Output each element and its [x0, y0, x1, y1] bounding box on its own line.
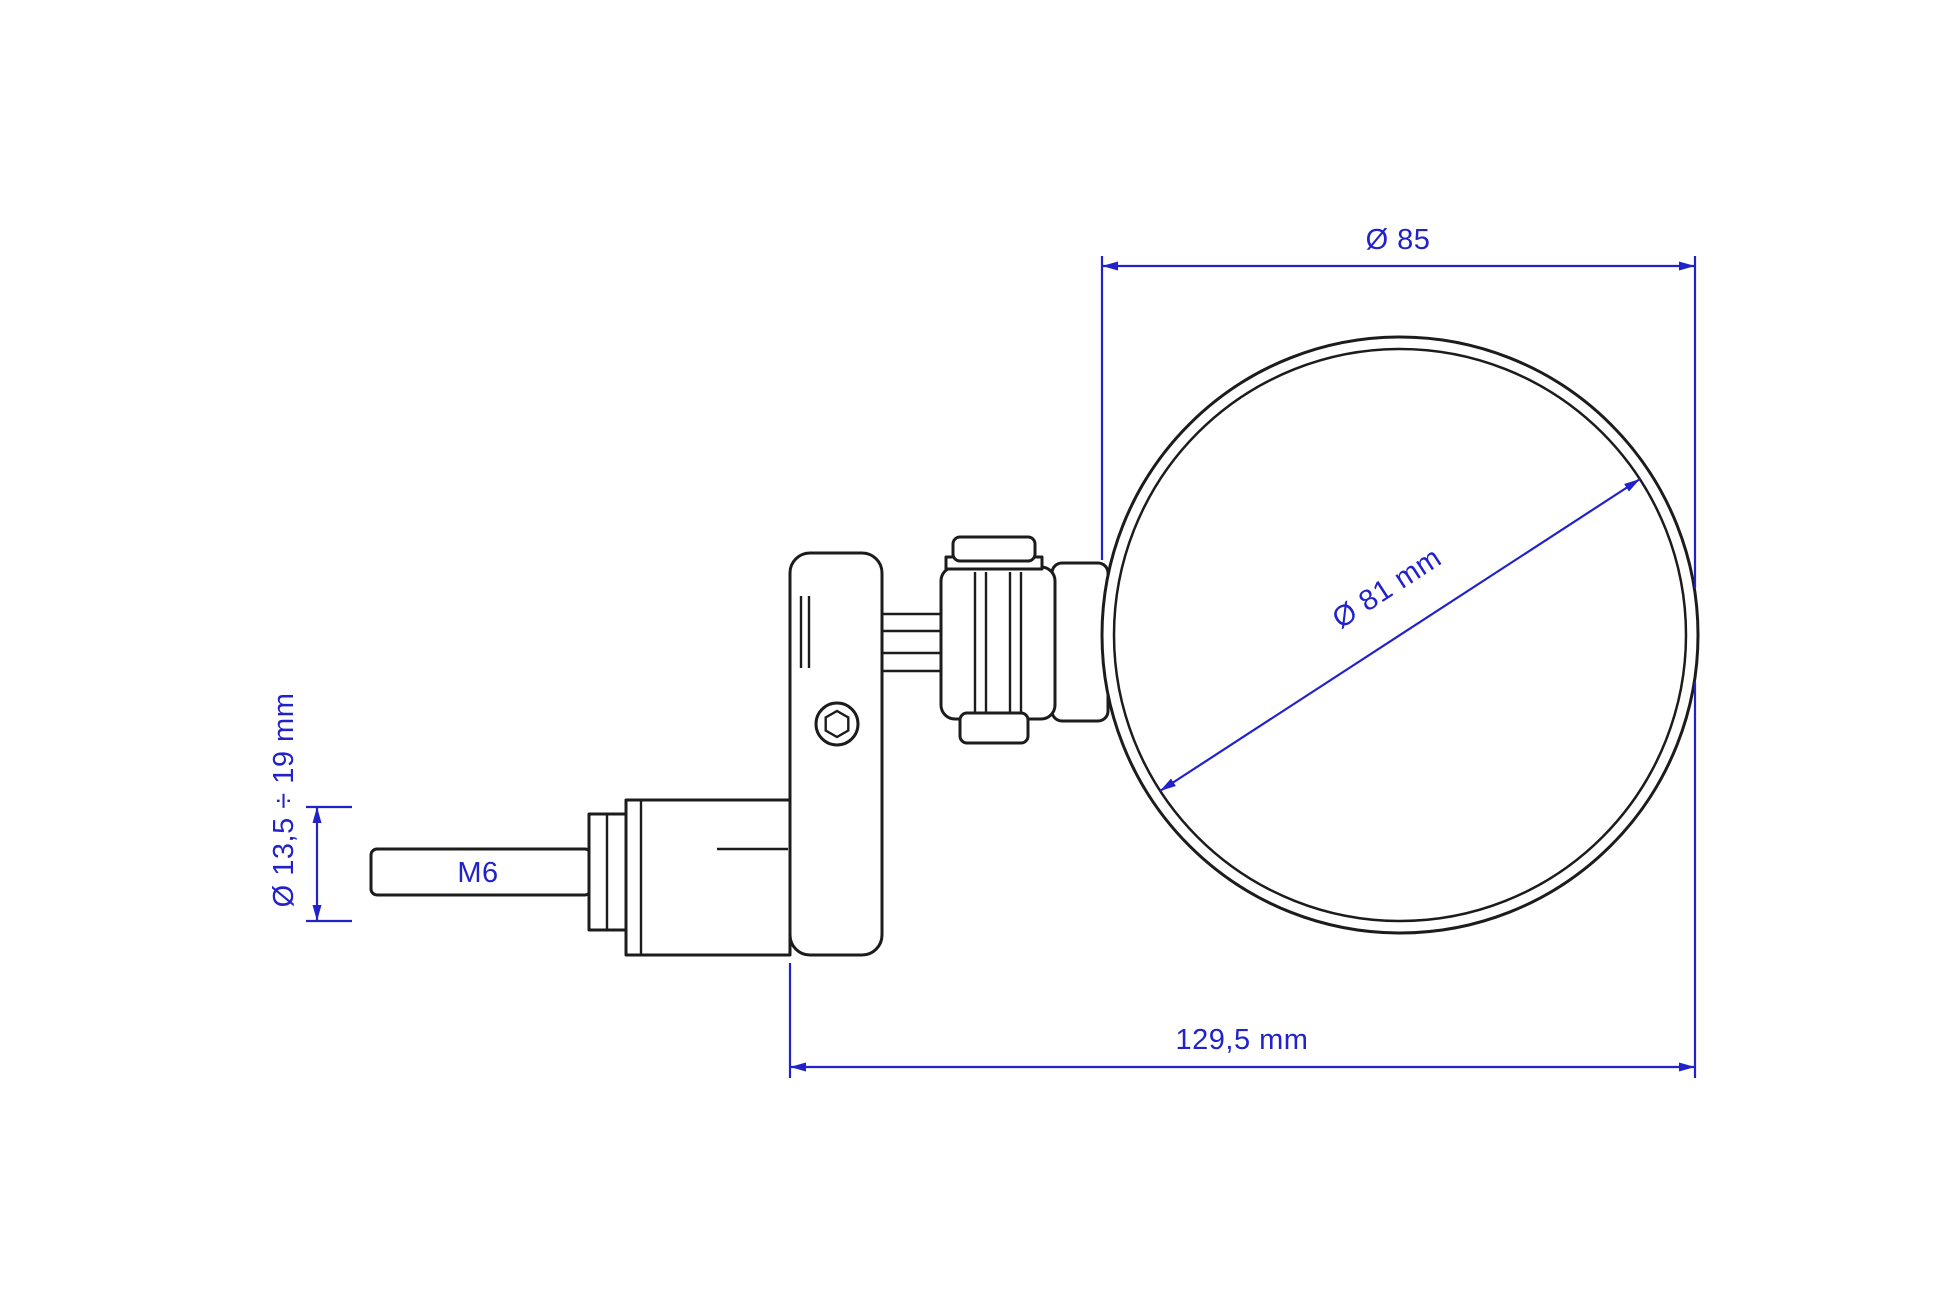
pivot-nut [958, 711, 1030, 745]
dimension-clamp-range: Ø 13,5 ÷ 19 mm [268, 693, 352, 923]
socket-bolt-head [814, 701, 860, 747]
dimension-overall-length: 129,5 mm [788, 963, 1695, 1078]
dimension-outer-diameter: Ø 85 [1100, 224, 1697, 1078]
pivot-pin-lines [973, 572, 1023, 714]
socket-bolt-hex-recess [824, 709, 850, 739]
bar-adapter-cylinder [624, 798, 792, 957]
hinge-fork-arms [882, 612, 946, 673]
dimension-line [1159, 478, 1641, 792]
overall-length-label: 129,5 mm [1176, 1024, 1309, 1056]
pivot-bolt-head [951, 535, 1037, 563]
mirror-inner-circle [1112, 347, 1688, 923]
clamp-perch-body [788, 551, 884, 957]
thread-label: M6 [457, 857, 498, 889]
mirror-mount-band [1050, 561, 1110, 723]
clamp-range-label: Ø 13,5 ÷ 19 mm [268, 693, 300, 908]
hinge-knuckle [939, 565, 1057, 721]
mount-assembly [369, 535, 1110, 957]
outer-diameter-label: Ø 85 [1366, 224, 1431, 256]
